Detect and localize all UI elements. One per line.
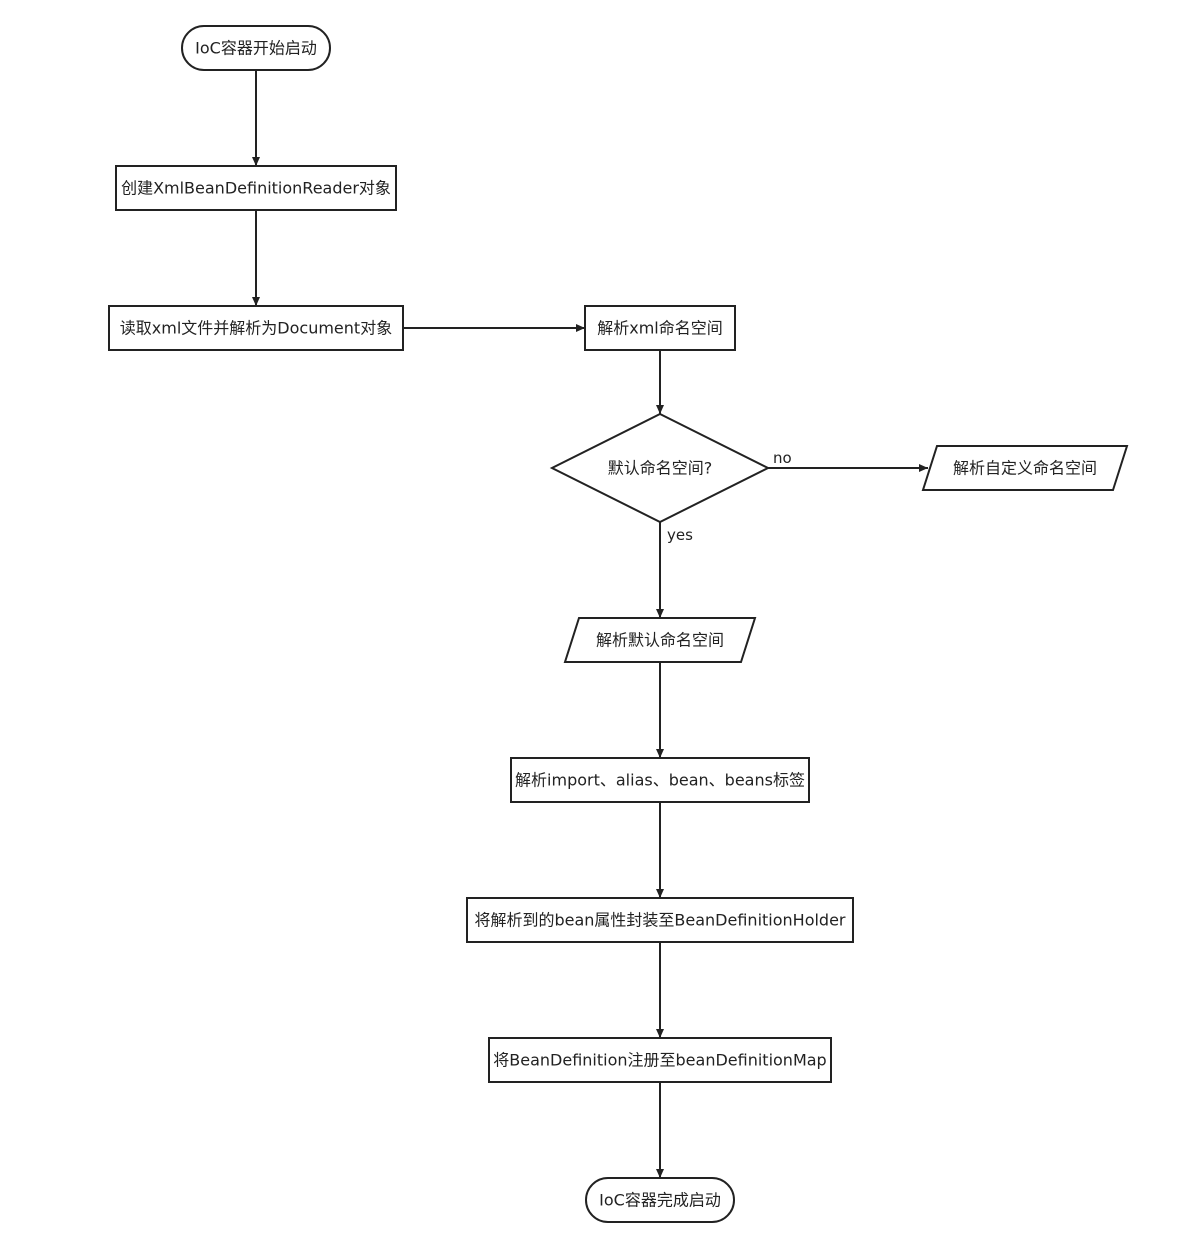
edge-is_default-to-parse_custom: no — [768, 449, 928, 472]
edge-label-no: no — [773, 449, 792, 467]
data-parallelogram — [563, 617, 757, 663]
process-box — [510, 757, 810, 803]
node-parse-default: 解析默认命名空间 — [563, 617, 757, 663]
node-parse-custom: 解析自定义命名空间 — [921, 445, 1129, 491]
process-box — [584, 305, 736, 351]
node-label: 解析import、alias、bean、beans标签 — [515, 771, 805, 790]
node-label: 将BeanDefinition注册至beanDefinitionMap — [493, 1051, 826, 1070]
node-label: 将解析到的bean属性封装至BeanDefinitionHolder — [474, 911, 845, 930]
data-parallelogram — [921, 445, 1129, 491]
node-end: IoC容器完成启动 — [585, 1177, 735, 1223]
node-label: 解析默认命名空间 — [596, 631, 724, 650]
node-label: IoC容器完成启动 — [599, 1191, 721, 1210]
edge-label-yes: yes — [667, 526, 693, 544]
process-box — [466, 897, 854, 943]
node-wrap-holder: 将解析到的bean属性封装至BeanDefinitionHolder — [466, 897, 854, 943]
decision-diamond — [549, 412, 771, 524]
node-create-reader: 创建XmlBeanDefinitionReader对象 — [115, 165, 397, 211]
node-label: 读取xml文件并解析为Document对象 — [120, 319, 392, 338]
node-label: 解析xml命名空间 — [597, 319, 723, 338]
node-register: 将BeanDefinition注册至beanDefinitionMap — [488, 1037, 832, 1083]
node-label: 默认命名空间? — [608, 459, 713, 478]
node-label: 解析自定义命名空间 — [953, 459, 1097, 478]
process-box — [115, 165, 397, 211]
edges-layer: no yes — [252, 70, 928, 1178]
process-box — [108, 305, 404, 351]
node-label: 创建XmlBeanDefinitionReader对象 — [121, 179, 391, 198]
edge-is_default-to-parse_default: yes — [656, 522, 693, 618]
node-label: IoC容器开始启动 — [195, 39, 317, 58]
node-start: IoC容器开始启动 — [181, 25, 331, 71]
node-parse-tags: 解析import、alias、bean、beans标签 — [510, 757, 810, 803]
process-box — [488, 1037, 832, 1083]
node-read-xml: 读取xml文件并解析为Document对象 — [108, 305, 404, 351]
node-is-default: 默认命名空间? — [549, 412, 771, 524]
nodes-layer: IoC容器开始启动创建XmlBeanDefinitionReader对象读取xm… — [108, 25, 1129, 1223]
node-parse-namespace: 解析xml命名空间 — [584, 305, 736, 351]
terminator-shape — [181, 25, 331, 71]
terminator-shape — [585, 1177, 735, 1223]
